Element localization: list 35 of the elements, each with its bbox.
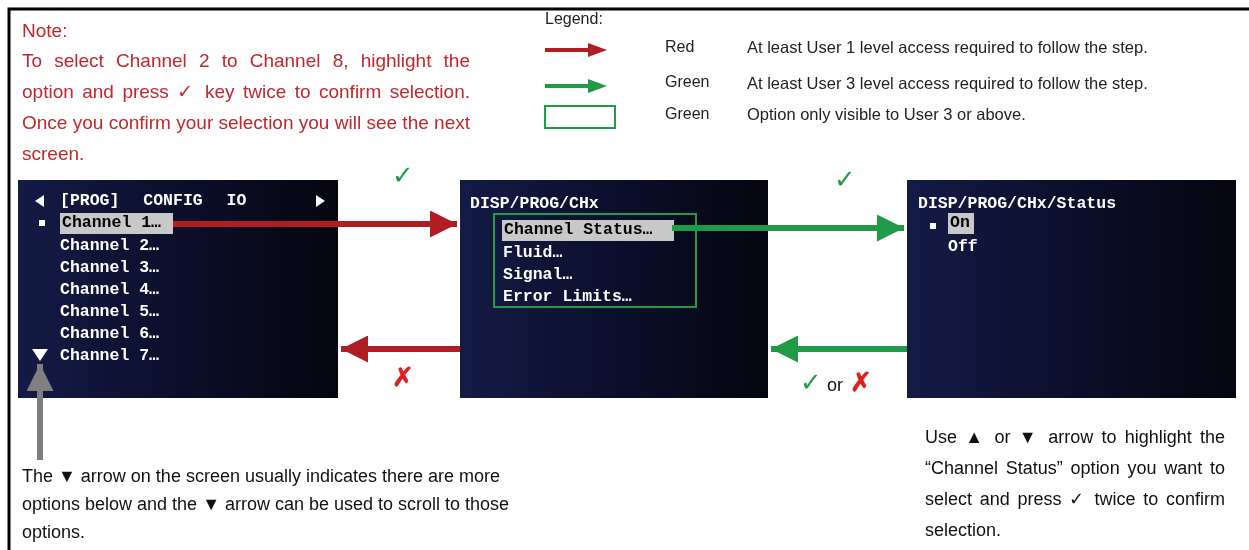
legend-text: At least User 1 level access required to follow the step. [747, 38, 1148, 57]
display-screen [18, 180, 338, 398]
legend-color-name: Green [665, 73, 711, 92]
screen-title: DISP/PROG/CHx/Status [918, 194, 1117, 214]
menu-item: On [948, 213, 974, 234]
menu-item: Off [948, 237, 978, 257]
menu-item: Channel 1… [60, 213, 173, 234]
arrow [672, 214, 904, 242]
menu-item: Channel 2… [60, 236, 160, 256]
legend-text: At least User 3 level access required to follow the step. [747, 74, 1148, 93]
arrow [341, 335, 460, 363]
note-text: The ▼ arrow on the screen usually indicates there are more options below and the ▼ arrow can be used to scroll to those options. [22, 462, 522, 548]
legend-color-name: Red [665, 38, 696, 57]
menu-item: Channel 6… [60, 324, 160, 344]
screen-title: DISP/PROG/CHx [470, 194, 599, 214]
menu-item: Signal… [503, 265, 573, 285]
display-screen [907, 180, 1236, 398]
menu-item: Fluid… [503, 243, 563, 263]
menu-item: Channel Status… [502, 220, 674, 241]
note-heading: Note: [22, 20, 69, 43]
menu-item: Channel 7… [60, 346, 160, 366]
arrow [173, 210, 457, 238]
menu-item: Channel 5… [60, 302, 160, 322]
legend-text: Option only visible to User 3 or above. [747, 105, 1026, 124]
arrow [771, 335, 907, 363]
display-screen [460, 180, 768, 398]
menu-item: Channel 4… [60, 280, 160, 300]
note-text: Use ▲ or ▼ arrow to highlight the “Channel Status” option you want to select and press ✓ twice to confirm selection. [925, 426, 1225, 542]
highlight-frame [493, 213, 697, 308]
legend-title: Legend: [545, 10, 604, 29]
screen-header: [PROG] CONFIG IO [60, 191, 247, 211]
menu-item: Error Limits… [503, 287, 632, 307]
arrow [26, 364, 54, 460]
menu-item: Channel 3… [60, 258, 160, 278]
legend-color-name: Green [665, 105, 711, 124]
